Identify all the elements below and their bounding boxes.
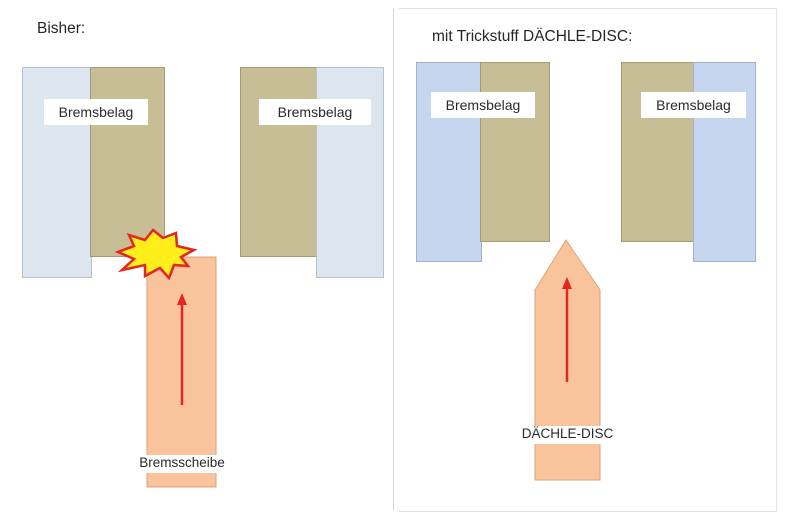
motion-arrow-head — [562, 277, 572, 289]
impact-star-icon — [114, 228, 198, 281]
brake-pad-right-label: Bremsbelag — [259, 99, 371, 125]
panel-before-title: Bisher: — [37, 20, 86, 37]
panel-after-title: mit Trickstuff DÄCHLE-DISC: — [432, 28, 633, 45]
motion-arrow-head — [177, 293, 187, 305]
daechle-disc-label: DÄCHLE-DISC — [520, 426, 615, 444]
brake-pad-right-label: Bremsbelag — [641, 92, 746, 118]
brake-disc-label: Bremsscheibe — [130, 455, 234, 473]
brake-pad-left-label: Bremsbelag — [431, 92, 535, 118]
brake-pad-left-label: Bremsbelag — [44, 99, 148, 125]
brake-pad-left — [90, 67, 165, 257]
